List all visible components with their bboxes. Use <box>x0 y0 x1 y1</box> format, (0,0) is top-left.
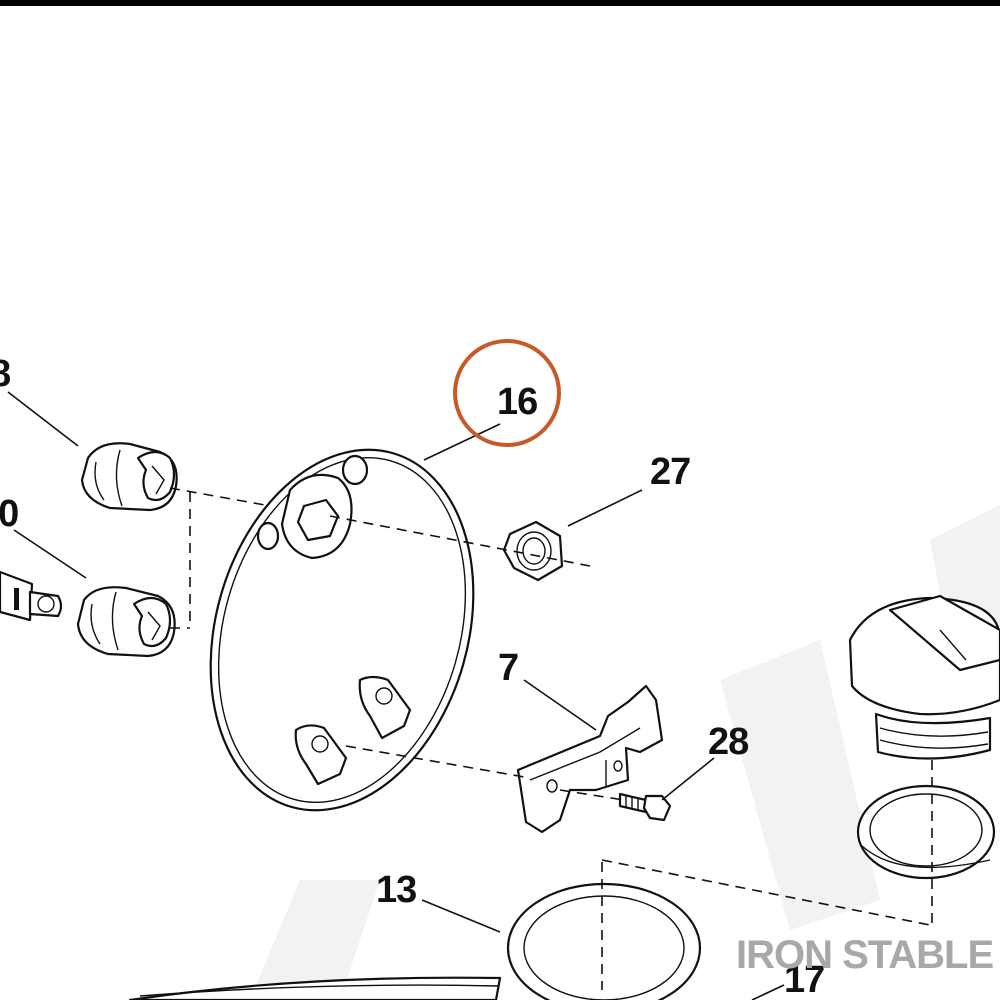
fuel-cap-gasket <box>856 784 996 880</box>
fuel-door-housing <box>128 976 502 1000</box>
callout-16: 16 <box>497 381 537 423</box>
hinge-bracket <box>516 684 664 834</box>
callout-8: 8 <box>0 353 10 395</box>
hex-nut <box>502 520 564 582</box>
top-border-bar <box>0 0 1000 6</box>
lock-cylinder-lower <box>76 586 176 658</box>
key-icon <box>0 570 63 622</box>
callout-17: 17 <box>784 959 824 1000</box>
callout-highlight-circle <box>453 339 561 447</box>
lock-cylinder-upper <box>80 442 178 512</box>
callout-27: 27 <box>650 451 690 493</box>
callout-7: 7 <box>498 647 518 689</box>
filler-gasket <box>506 882 702 1000</box>
fuel-door-plate <box>209 448 475 812</box>
callout-28: 28 <box>708 721 748 763</box>
leader-lines <box>7 391 785 1000</box>
callout-labels: 8 10 16 27 7 28 13 17 <box>0 353 825 1000</box>
hex-bolt <box>618 792 672 822</box>
callout-10: 10 <box>0 493 18 535</box>
iron-stable-watermark: IRON STABLE <box>736 933 993 977</box>
fuel-cap <box>848 594 1000 760</box>
assembly-lines <box>169 487 933 990</box>
callout-13: 13 <box>376 869 416 911</box>
